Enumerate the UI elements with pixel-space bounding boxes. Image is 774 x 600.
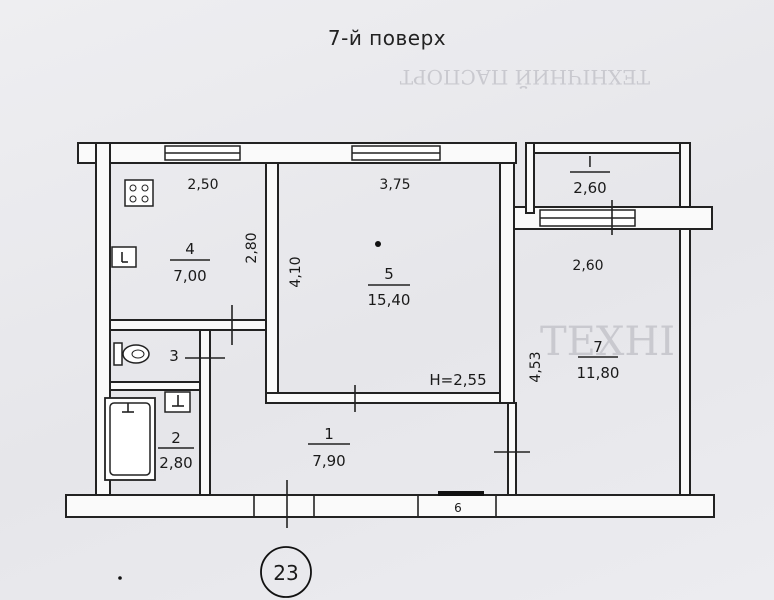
- room2-area: 2,80: [159, 454, 192, 472]
- stove-icon: [124, 179, 154, 207]
- room4-number: 4: [185, 240, 195, 258]
- ceiling-height-label: H=2,55: [429, 371, 486, 389]
- wall-room5-room7: [499, 162, 515, 404]
- room7-area: 11,80: [577, 364, 620, 382]
- dim-room5-width: 3,75: [379, 177, 410, 193]
- balcony-number: I: [588, 153, 592, 171]
- show-through-watermark: ТЕХНІ: [540, 319, 675, 365]
- right-wall: [679, 142, 691, 496]
- wall-kitchen-room5: [265, 162, 279, 396]
- dim-kitchen-width: 2,50: [187, 177, 218, 193]
- wall-bath-hall: [199, 329, 211, 496]
- balcony-left-wall: [525, 142, 535, 214]
- show-through-text: ТЕХНІЧНИЙ ПАСПОРТ: [399, 65, 650, 90]
- room1-number: 1: [324, 425, 334, 443]
- dim-room7-depth: 4,53: [528, 351, 544, 382]
- bottom-wall: [65, 494, 715, 518]
- wall-room5-bottom: [265, 392, 509, 404]
- top-wall-left: [77, 142, 517, 164]
- dim-room7-width: 2,60: [572, 258, 603, 274]
- room5-area: 15,40: [368, 291, 411, 309]
- stamp-circle: [260, 546, 312, 598]
- bath-sink-icon: [164, 391, 191, 413]
- floor-title: 7-й поверх: [327, 26, 447, 50]
- bathtub-icon: [104, 397, 156, 481]
- toilet-icon: [113, 342, 150, 366]
- entrance-mark-label: 6: [454, 501, 462, 515]
- wall-wc-bath: [109, 381, 201, 391]
- ink-dot: [118, 576, 122, 580]
- room7-number: 7: [593, 338, 603, 356]
- dim-room5-depth: 4,10: [288, 256, 304, 287]
- stamp-number: 23: [273, 561, 298, 585]
- room4-area: 7,00: [173, 267, 206, 285]
- room5-number: 5: [384, 265, 394, 283]
- room1-area: 7,90: [312, 452, 345, 470]
- wall-kitchen-bottom: [109, 319, 267, 331]
- room2-number: 2: [171, 429, 181, 447]
- top-wall-balcony: [525, 142, 687, 154]
- room3-number: 3: [169, 347, 179, 365]
- sink-icon: [111, 246, 137, 268]
- entrance-door-mark: [438, 491, 484, 496]
- dim-kitchen-depth: 2,80: [244, 232, 260, 263]
- wall-hall-room7: [507, 402, 517, 496]
- balcony-area: 2,60: [573, 179, 606, 197]
- ceiling-light-dot: [375, 241, 381, 247]
